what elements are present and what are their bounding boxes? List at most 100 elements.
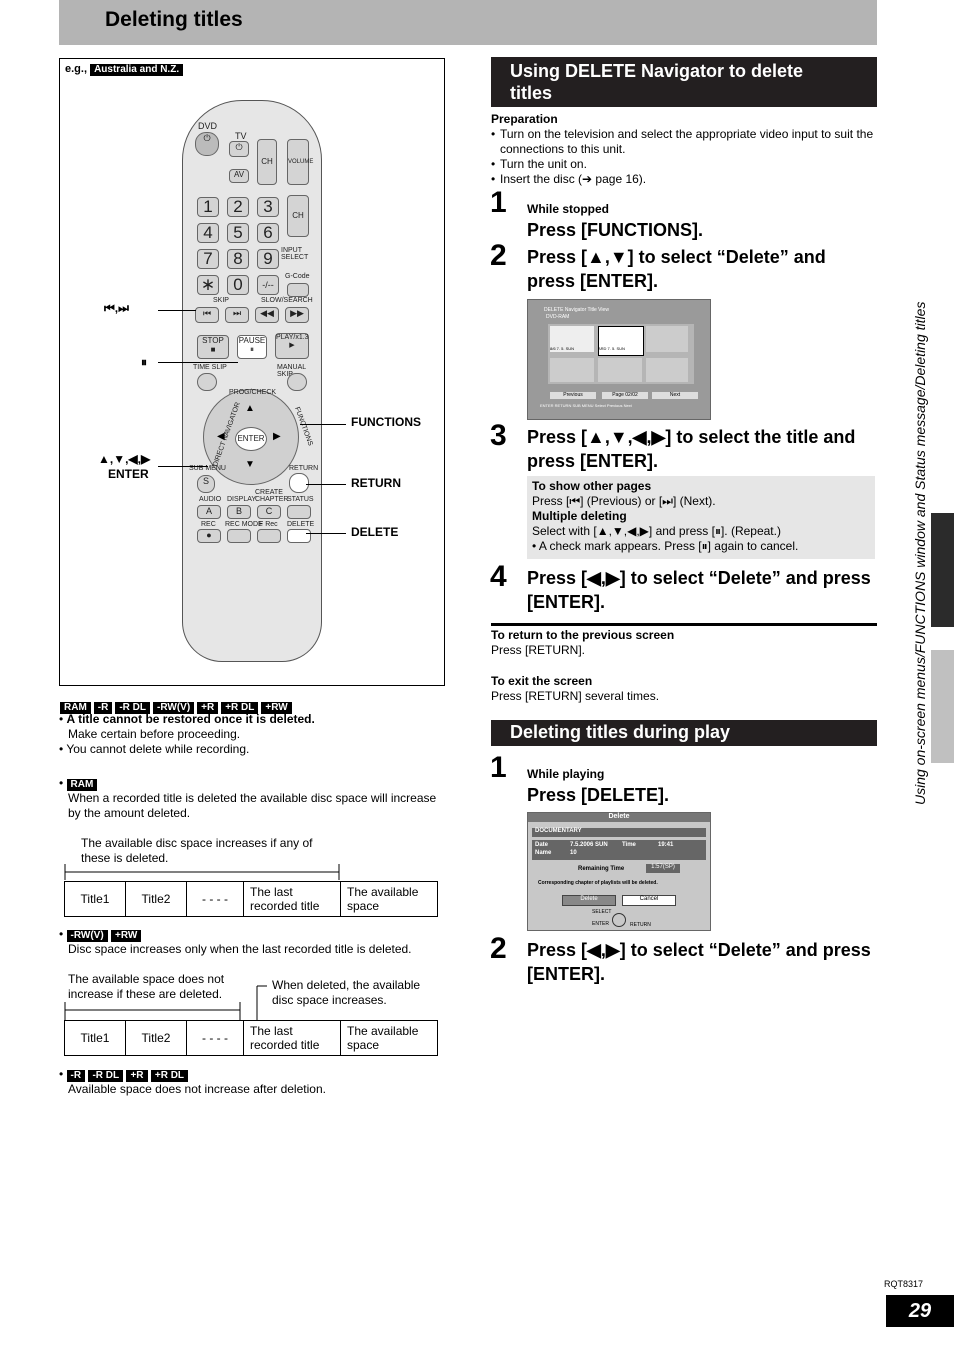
- exit-text: Press [RETURN] several times.: [491, 689, 660, 703]
- time-slip-button[interactable]: [197, 373, 217, 391]
- r-badge: +R DL: [150, 1070, 189, 1082]
- info-title: To show other pages: [532, 479, 652, 493]
- screen-disc: DVD-RAM: [546, 314, 570, 320]
- slow-back-button[interactable]: ◀◀: [255, 307, 279, 323]
- sub-menu-button[interactable]: S: [197, 475, 215, 493]
- doc-code: RQT8317: [884, 1279, 924, 1289]
- table-cell: - - - -: [186, 881, 244, 917]
- enter-button[interactable]: ENTER: [235, 427, 267, 451]
- ram-diagram-note: The available disc space increases if an…: [81, 836, 313, 865]
- table-cell: The last recorded title: [243, 1020, 341, 1056]
- stop-button[interactable]: STOP■: [197, 335, 229, 359]
- return-callout: RETURN: [351, 476, 401, 490]
- right-arrow-icon[interactable]: ▶: [273, 431, 281, 442]
- warning-rest: Make certain before proceeding.: [68, 727, 241, 741]
- ram-title-table: Title1 Title2 - - - - The last recorded …: [64, 881, 438, 917]
- input-select-label: INPUT SELECT: [281, 247, 309, 261]
- tv-power-button[interactable]: ⏻: [229, 141, 249, 157]
- table-cell: Title2: [125, 881, 187, 917]
- r-text: Available space does not increase after …: [68, 1082, 326, 1096]
- pause-pointer: [158, 362, 238, 363]
- recording-note: You cannot delete while recording.: [66, 742, 250, 756]
- table-cell: The available space: [340, 881, 438, 917]
- key-3[interactable]: 3: [257, 197, 279, 217]
- f-rec-button[interactable]: [257, 529, 281, 543]
- warning-notes: • A title cannot be restored once it is …: [59, 712, 439, 757]
- return-text: Press [RETURN].: [491, 643, 586, 657]
- key-6[interactable]: 6: [257, 223, 279, 243]
- key-7[interactable]: 7: [197, 249, 219, 269]
- table-cell: Title1: [64, 1020, 126, 1056]
- step-text: Press [◀,▶] to select “Delete” and press…: [527, 940, 871, 984]
- up-arrow-icon[interactable]: ▲: [245, 403, 255, 414]
- rec-button[interactable]: ●: [197, 529, 221, 543]
- step-number: 2: [490, 932, 507, 965]
- key-star[interactable]: ∗: [197, 275, 219, 295]
- return-button[interactable]: [289, 473, 309, 493]
- key-8[interactable]: 8: [227, 249, 249, 269]
- display-button[interactable]: B: [227, 505, 251, 519]
- rec-mode-button[interactable]: [227, 529, 251, 543]
- delete-pointer: [306, 533, 346, 534]
- pause-callout: ⏸: [141, 355, 148, 369]
- av-button[interactable]: AV: [229, 169, 249, 183]
- exit-title: To exit the screen: [491, 674, 593, 688]
- select-hint: SELECT: [592, 909, 612, 915]
- rw-note-left: The available space does not increase if…: [68, 972, 225, 1001]
- gcode-button[interactable]: [287, 283, 309, 297]
- down-arrow-icon[interactable]: ▼: [245, 459, 255, 470]
- tv-channel-button[interactable]: CH: [257, 139, 277, 185]
- create-chapter-button[interactable]: C: [257, 505, 281, 519]
- title-thumbnail[interactable]: [550, 326, 594, 352]
- previous-button[interactable]: Previous: [550, 392, 596, 399]
- r-bullet: • -R -R DL +R +R DL: [59, 1067, 189, 1082]
- audio-label: AUDIO: [199, 496, 222, 503]
- pause-button[interactable]: PAUSE⏸: [237, 335, 267, 359]
- info-line: A check mark appears. Press [⏸] again to…: [538, 539, 799, 553]
- delete-confirm-button[interactable]: Delete: [562, 895, 616, 906]
- key-dash[interactable]: -/--: [257, 275, 279, 295]
- key-0[interactable]: 0: [227, 275, 249, 295]
- dvd-power-button[interactable]: ⏻: [195, 132, 219, 156]
- key-4[interactable]: 4: [197, 223, 219, 243]
- step-subtitle: While stopped: [527, 202, 609, 216]
- key-1[interactable]: 1: [197, 197, 219, 217]
- section2-heading: Deleting titles during play: [491, 720, 877, 746]
- display-label: DISPLAY: [227, 496, 257, 503]
- volume-button[interactable]: VOLUME: [287, 139, 313, 185]
- rw-text: Disc space increases only when the last …: [68, 942, 412, 956]
- disc-badge: RAM: [60, 702, 91, 714]
- key-9[interactable]: 9: [257, 249, 279, 269]
- return-pointer: [306, 484, 346, 485]
- skip-forward-button[interactable]: ⏭: [225, 307, 249, 323]
- status-button[interactable]: [287, 505, 311, 519]
- manual-skip-button[interactable]: [287, 373, 307, 391]
- play-button[interactable]: PLAY/x1.3▶: [275, 333, 309, 359]
- page-indicator: Page 02/02: [602, 392, 648, 399]
- rec-mode-label: REC MODE: [225, 521, 263, 528]
- name-label: Name: [535, 850, 552, 856]
- channel-button[interactable]: CH: [287, 195, 309, 237]
- cancel-button[interactable]: Cancel: [622, 895, 676, 906]
- return-title: To return to the previous screen: [491, 628, 675, 642]
- key-2[interactable]: 2: [227, 197, 249, 217]
- step-text: Press [▲,▼] to select “Delete” and press…: [527, 247, 826, 291]
- manual-skip-label: MANUAL SKIP: [277, 364, 306, 378]
- audio-button[interactable]: A: [197, 505, 221, 519]
- skip-back-button[interactable]: ⏮: [195, 307, 219, 323]
- delete-button[interactable]: [287, 529, 311, 543]
- disc-badges: RAM-R-R DL-RW(V)+R+R DL+RW: [60, 697, 295, 715]
- screen-title-bar: Delete: [528, 813, 710, 822]
- title-details: Date 7.5.2006 SUN Time 19:41 Name 10: [532, 840, 706, 860]
- empty-thumbnail: [598, 358, 642, 382]
- key-5[interactable]: 5: [227, 223, 249, 243]
- title-thumbnail-selected[interactable]: [598, 326, 644, 356]
- rw-bracket: [64, 985, 267, 1020]
- thumbnail-caption: 8/6 7. 5. SUN: [550, 346, 575, 351]
- next-button[interactable]: Next: [652, 392, 698, 399]
- rec-label: REC: [201, 521, 216, 528]
- create-chapter-label: CREATE CHAPTER: [255, 489, 289, 503]
- empty-thumbnail: [646, 326, 688, 352]
- slow-forward-button[interactable]: ▶▶: [285, 307, 309, 323]
- left-arrow-icon[interactable]: ◀: [217, 431, 225, 442]
